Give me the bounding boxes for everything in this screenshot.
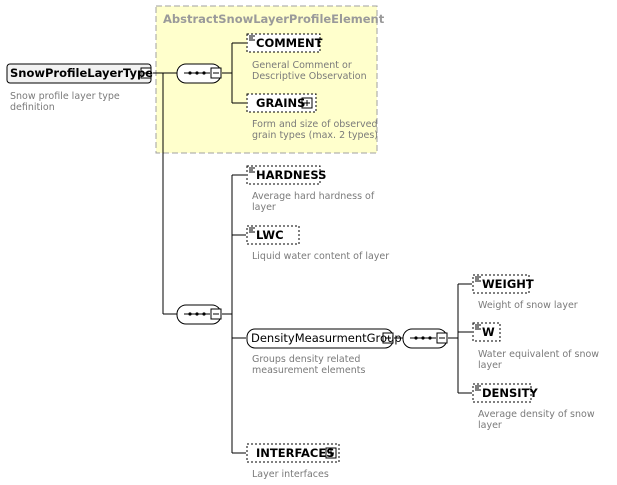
- abstract-group-title: AbstractSnowLayerProfileElement: [163, 12, 385, 26]
- text-content-icon: [249, 35, 255, 41]
- text-content-icon: [475, 324, 481, 330]
- text-content-icon: [475, 276, 481, 282]
- element-name-lwc: LWC: [256, 228, 284, 242]
- element-box-weight[interactable]: [472, 274, 530, 294]
- element-description-lwc: Liquid water content of layer: [252, 251, 390, 262]
- element-box-grains[interactable]: [246, 93, 317, 113]
- group-box-density[interactable]: [246, 328, 394, 349]
- element-box-hardness[interactable]: [246, 165, 321, 185]
- element-name-density: DENSITY: [482, 386, 538, 400]
- element-description-weight: Weight of snow layer: [478, 300, 578, 311]
- element-name-hardness: HARDNESS: [256, 168, 327, 182]
- connector-lines: [153, 42, 472, 454]
- text-content-icon: [475, 385, 481, 391]
- text-content-icon: [249, 227, 255, 233]
- element-name-weight: WEIGHT: [482, 277, 534, 291]
- element-box-lwc[interactable]: [246, 225, 300, 245]
- element-box-density[interactable]: [472, 383, 532, 403]
- element-name-w: W: [482, 325, 495, 339]
- element-description-interfaces: Layer interfaces: [252, 469, 329, 480]
- element-box-interfaces[interactable]: [246, 443, 340, 463]
- element-name-grains: GRAINS: [256, 96, 306, 110]
- group-name-density: DensityMeasurmentGroup: [251, 331, 402, 345]
- sequence-compositor-2[interactable]: [176, 304, 222, 325]
- sequence-compositor-1[interactable]: [176, 63, 222, 84]
- text-content-icon: [249, 167, 255, 173]
- element-box-comment[interactable]: [246, 33, 321, 53]
- element-name-interfaces: INTERFACES: [256, 446, 335, 460]
- root-element-box[interactable]: [6, 63, 152, 84]
- sequence-compositor-3[interactable]: [402, 328, 448, 349]
- element-box-w[interactable]: [472, 322, 501, 342]
- root-element-name: SnowProfileLayerType: [10, 66, 153, 80]
- element-name-comment: COMMENT: [256, 36, 323, 50]
